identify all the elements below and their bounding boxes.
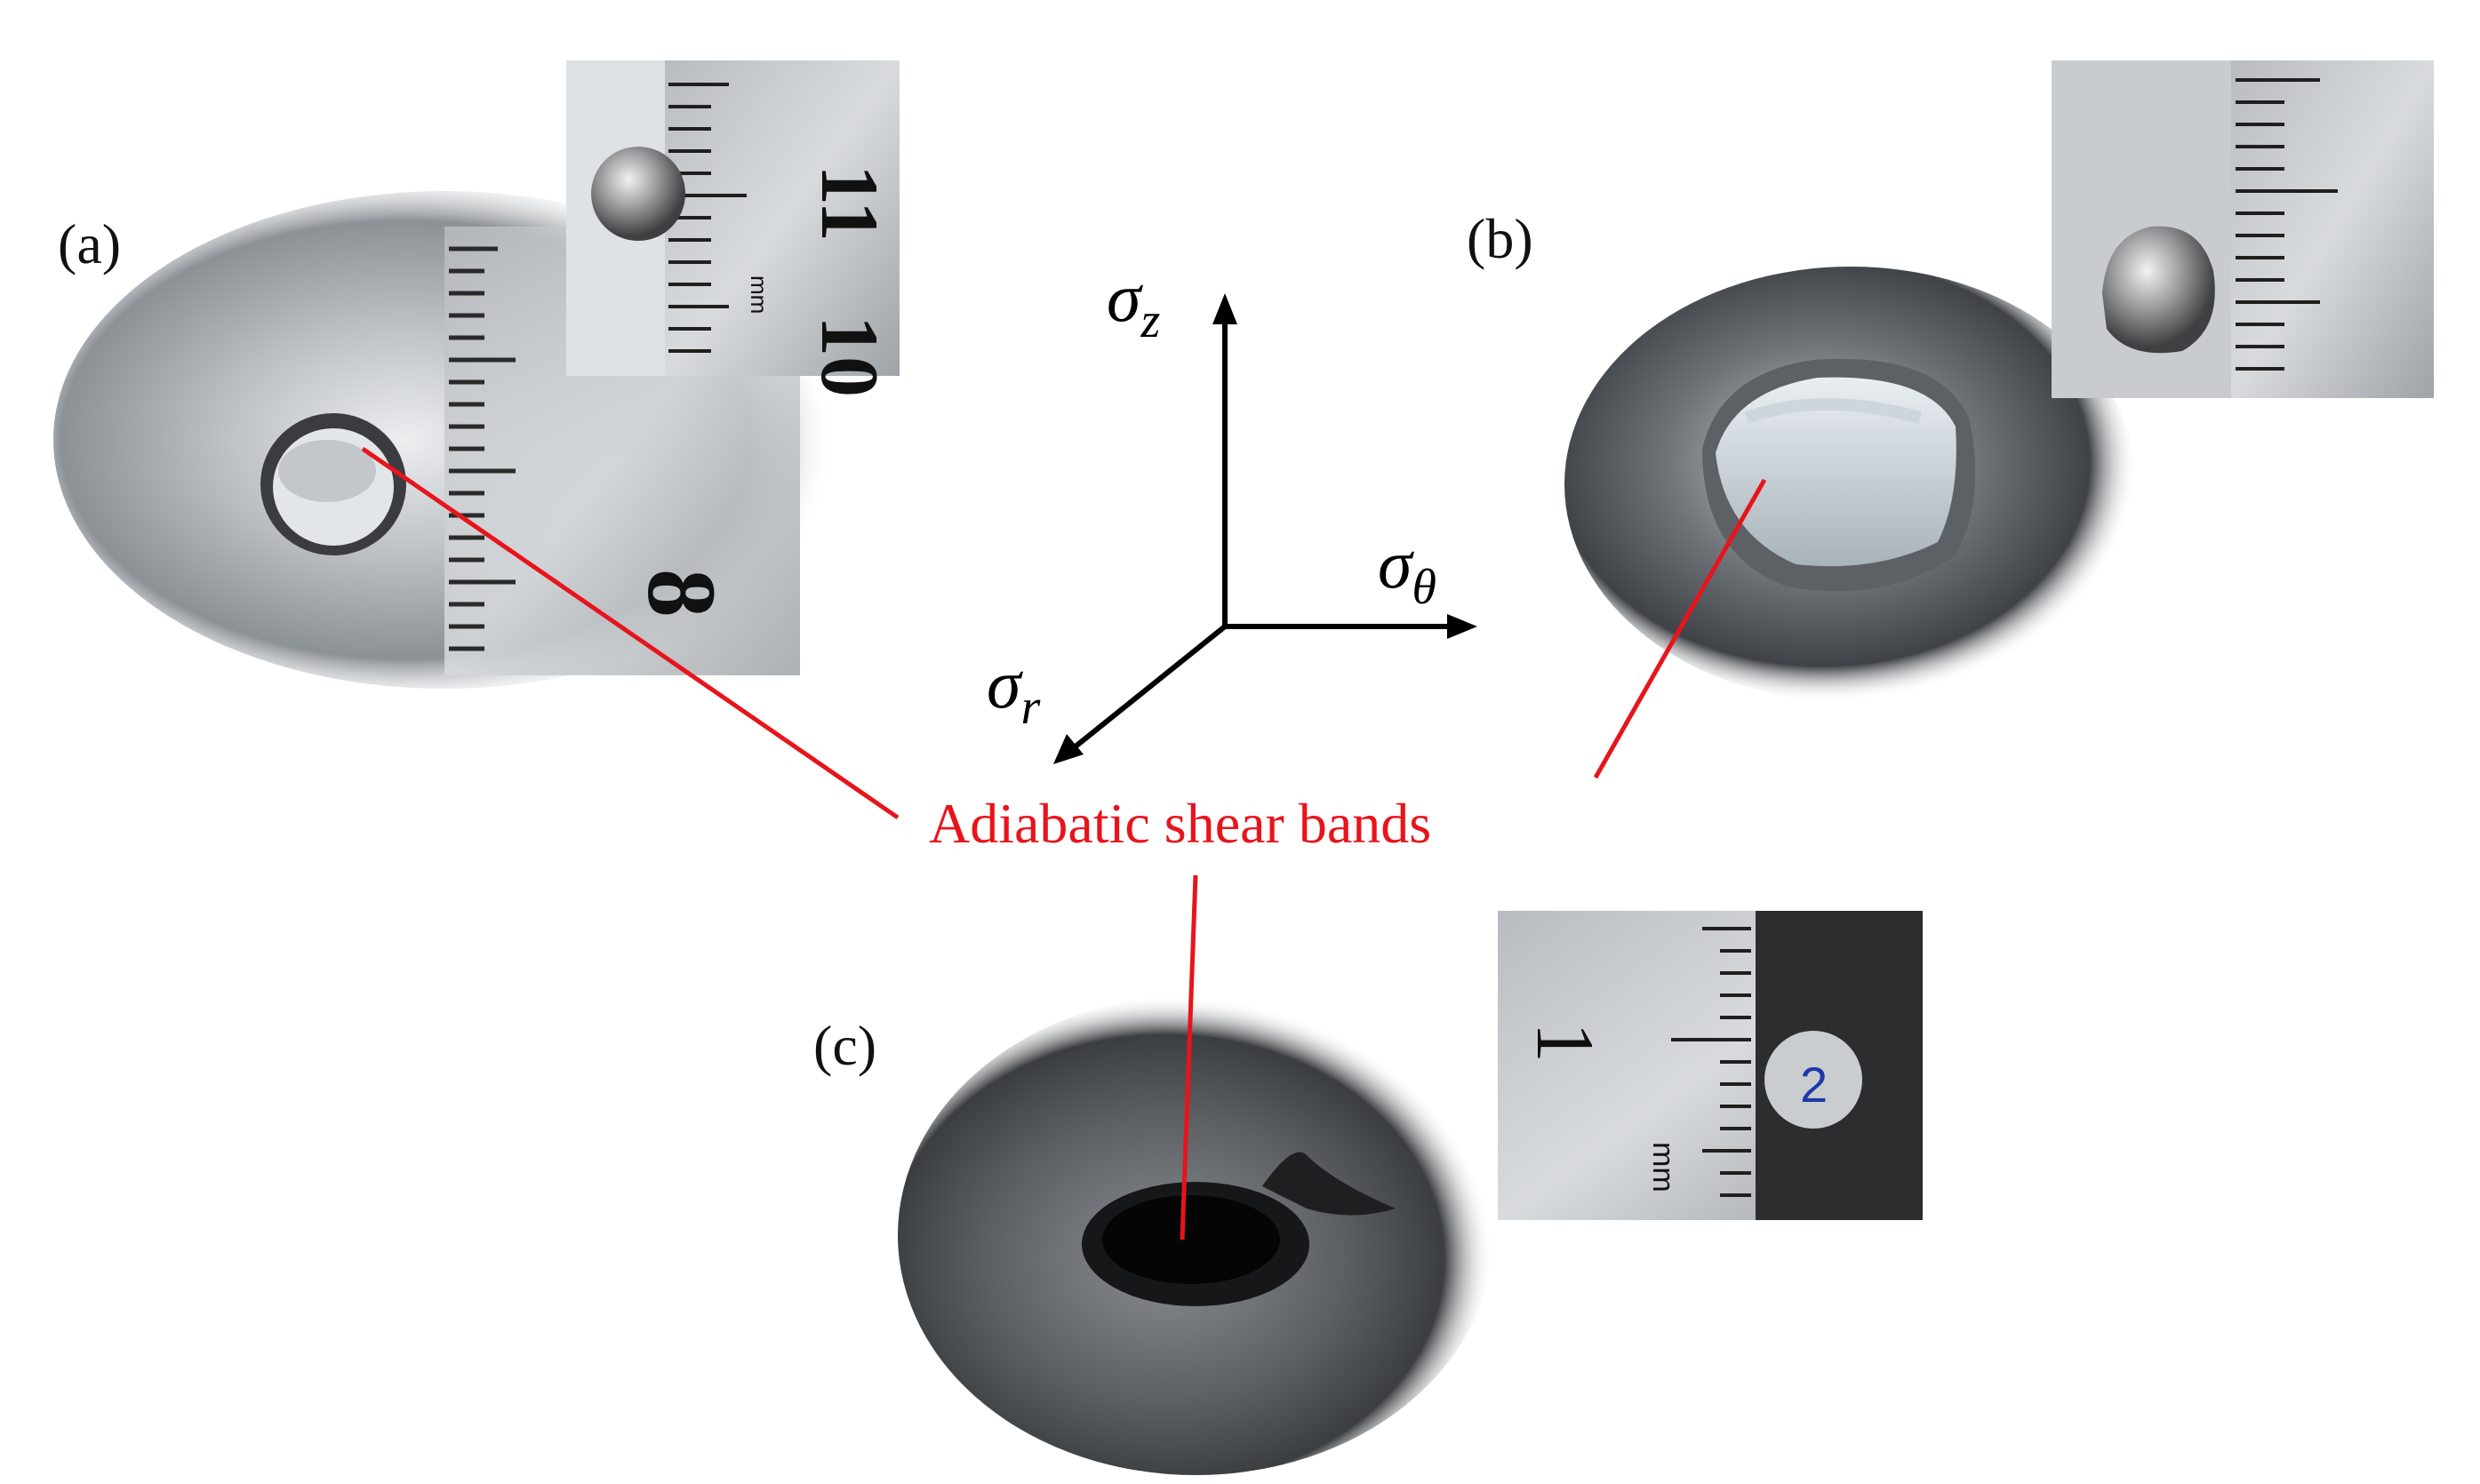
axis-label-z-subscript: z	[1140, 293, 1161, 348]
panel-label-b: (b)	[1467, 207, 1533, 270]
panel-b-inset	[2052, 60, 2434, 398]
panel-c-fragment-mark: 2	[1800, 1057, 1828, 1113]
panel-a-hole	[260, 413, 406, 555]
panel-c-inset: 1 mm 2	[1498, 911, 1923, 1220]
axis-label-r: σr	[987, 644, 1040, 736]
panel-c-inset-ruler-1: 1	[1520, 1022, 1611, 1063]
panel-a: 8 10 11 mm	[53, 60, 900, 689]
axis-theta-arrowhead	[1447, 614, 1477, 639]
panel-a-inset-ruler-unit: mm	[746, 275, 772, 314]
panel-b-petal-cup	[1702, 358, 1976, 592]
callout-line-b	[1593, 478, 1767, 779]
axis-r	[1065, 624, 1227, 756]
panel-c-hole	[1082, 1152, 1396, 1306]
callout-adiabatic-shear-bands: Adiabatic shear bands	[929, 792, 1432, 855]
panel-a-plate-ruler-number: 8	[628, 569, 736, 618]
callout-line-c	[1180, 874, 1198, 1241]
stress-axes	[1053, 293, 1477, 764]
axis-label-theta: σθ	[1378, 524, 1436, 616]
axis-label-r-symbol: σ	[987, 645, 1021, 722]
panel-b-projectile-deformed	[2102, 226, 2215, 354]
callout-lines	[361, 446, 1767, 1241]
panel-c-inset-ruler-unit: mm	[1646, 1142, 1680, 1193]
panel-c-plug-fragment	[1764, 1031, 1862, 1129]
axis-r-arrowhead	[1053, 734, 1084, 764]
axis-label-z-symbol: σ	[1107, 259, 1141, 336]
panel-a-inset-ruler-10: 10	[804, 315, 895, 397]
callout-line-a	[361, 446, 900, 820]
panel-a-projectile-ball	[591, 147, 685, 241]
panel-a-inset-ruler-11: 11	[804, 164, 895, 242]
panel-a-inset: 10 11 mm	[566, 60, 900, 397]
axis-label-z: σz	[1107, 258, 1160, 349]
panel-b	[1564, 60, 2434, 702]
panel-label-a: (a)	[58, 212, 122, 275]
axis-z-arrowhead	[1212, 293, 1237, 324]
axis-label-theta-subscript: θ	[1412, 560, 1436, 615]
axis-label-r-subscript: r	[1020, 680, 1041, 735]
panel-label-c: (c)	[813, 1014, 877, 1077]
axis-label-theta-symbol: σ	[1378, 525, 1412, 602]
panel-c: 1 mm 2	[898, 911, 1923, 1475]
